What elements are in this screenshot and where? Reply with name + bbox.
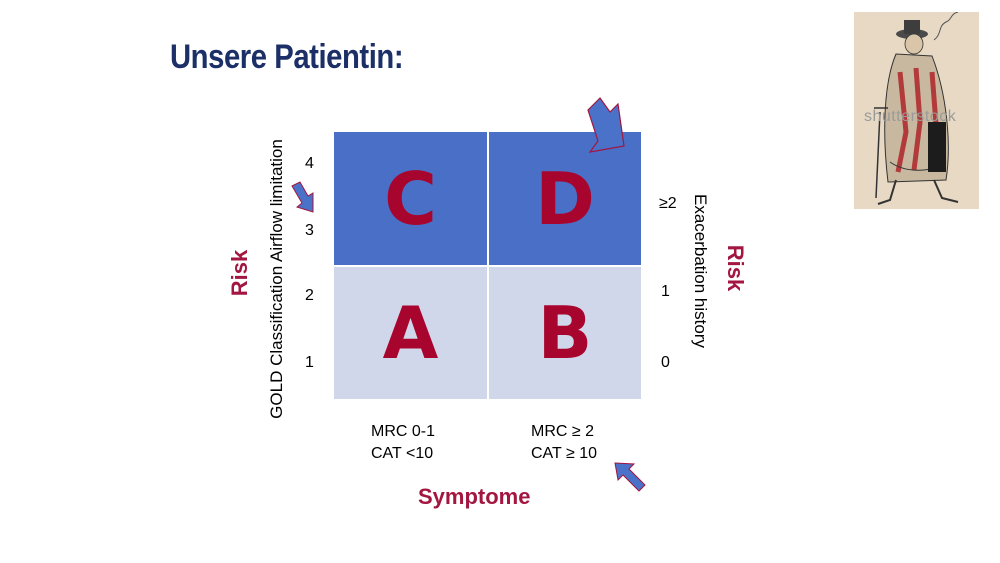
patient-illustration: shutterstock — [854, 12, 979, 209]
left-tick-2: 2 — [305, 287, 314, 304]
right-tick-2plus: ≥2 — [659, 195, 677, 212]
left-risk-label: Risk — [227, 249, 252, 297]
arrow-icon-top — [587, 97, 625, 153]
bottom-col1-labels: MRC 0-1 CAT <10 — [371, 421, 435, 465]
cell-c-letter: C — [384, 156, 437, 241]
left-tick-4: 4 — [305, 155, 314, 172]
cell-b-letter: B — [537, 291, 593, 375]
right-tick-0: 0 — [661, 354, 670, 371]
sketch-figure-icon — [854, 12, 979, 209]
left-axis-label: GOLD Classification Airflow limitation — [267, 139, 286, 419]
left-tick-3: 3 — [305, 222, 314, 239]
stock-watermark: shutterstock — [864, 108, 957, 125]
cat-high-label: CAT ≥ 10 — [531, 445, 597, 462]
mrc-low-label: MRC 0-1 — [371, 423, 436, 440]
cell-c: C — [334, 132, 487, 265]
arrow-icon-left — [291, 181, 314, 213]
bottom-col2-labels: MRC ≥ 2 CAT ≥ 10 — [531, 421, 597, 465]
left-tick-1: 1 — [305, 354, 314, 371]
mrc-high-label: MRC ≥ 2 — [531, 423, 595, 440]
right-axis-label: Exacerbation history — [691, 193, 710, 349]
arrow-icon-bottom — [614, 462, 646, 492]
cell-b: B — [489, 267, 641, 399]
gold-grid: C D A B — [334, 132, 641, 399]
right-tick-1: 1 — [661, 283, 670, 300]
right-risk-label: Risk — [723, 244, 748, 292]
slide-title: Unsere Patientin: — [170, 38, 404, 76]
cell-a: A — [334, 267, 487, 399]
cell-d: D — [489, 132, 641, 265]
symptome-label: Symptome — [418, 484, 531, 509]
cell-d-letter: D — [535, 156, 595, 241]
cat-low-label: CAT <10 — [371, 445, 434, 462]
cell-a-letter: A — [382, 291, 439, 375]
